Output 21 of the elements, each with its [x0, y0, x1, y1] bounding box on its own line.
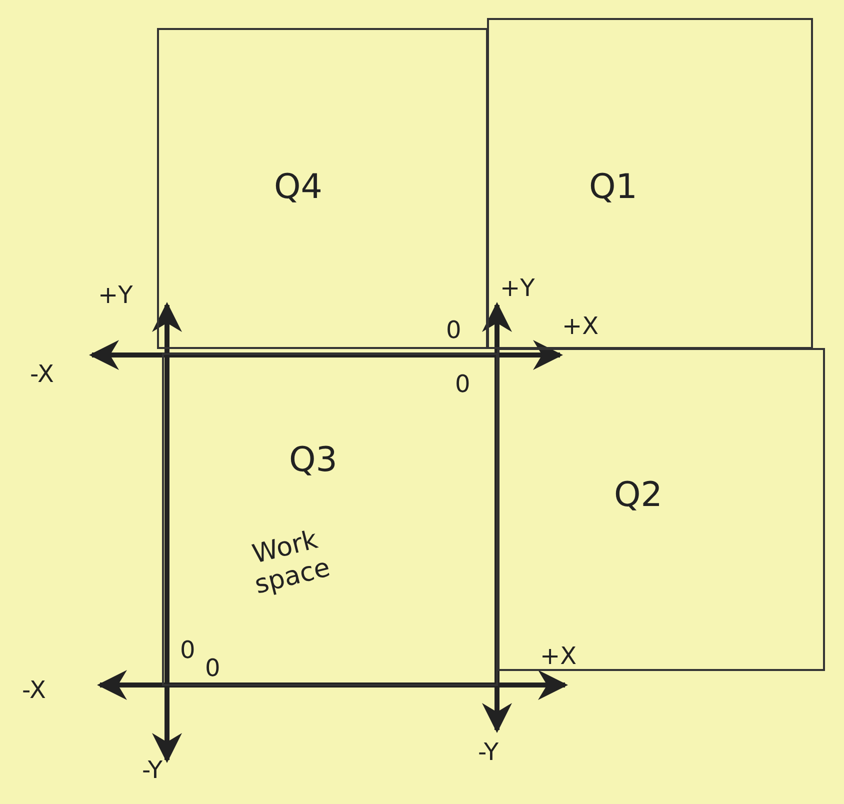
area-label: Work space [248, 524, 334, 602]
axis-label: -X [22, 678, 46, 702]
quadrant-box [487, 18, 813, 349]
origin-label: 0 [455, 372, 470, 396]
axis-label: -Y [142, 758, 162, 782]
axis-label: +X [540, 644, 577, 668]
origin-label: 0 [180, 638, 196, 662]
quadrant-label: Q2 [614, 478, 662, 512]
origin-label: 0 [205, 656, 220, 680]
axis-label: +Y [98, 283, 133, 307]
axis-label: +Y [500, 276, 535, 300]
quadrant-label: Q1 [589, 170, 638, 204]
axis-label: -X [30, 362, 54, 386]
quadrant-label: Q3 [289, 443, 338, 477]
quadrant-label: Q4 [274, 170, 322, 204]
quadrant-box [162, 353, 498, 686]
quadrant-box [157, 28, 488, 349]
quadrant-box [497, 348, 825, 671]
axis-label: +X [562, 314, 599, 338]
origin-label: 0 [446, 318, 462, 342]
axis-label: -Y [478, 740, 498, 764]
